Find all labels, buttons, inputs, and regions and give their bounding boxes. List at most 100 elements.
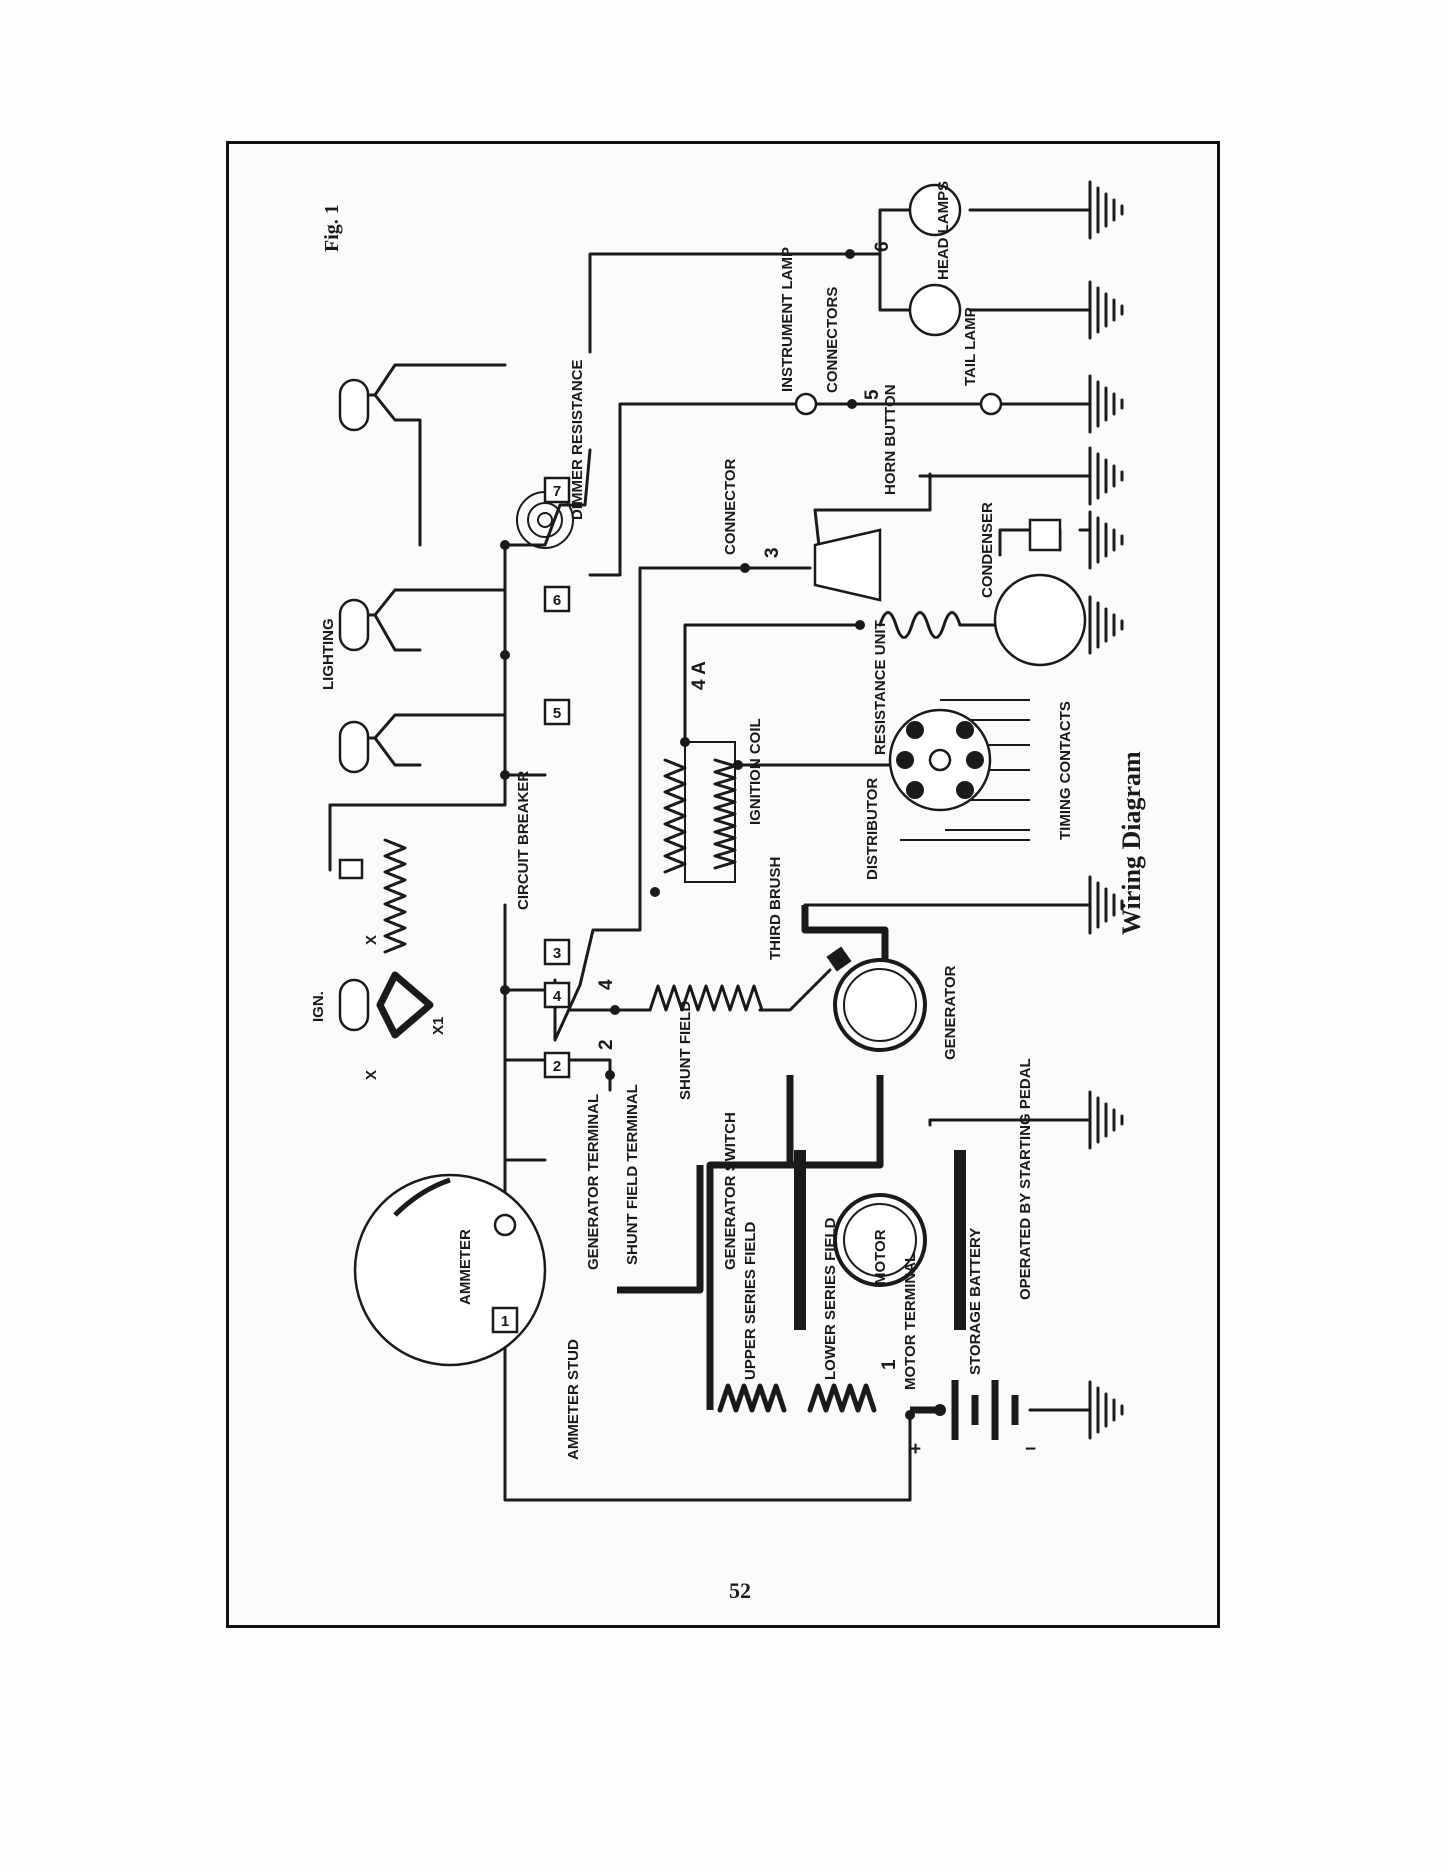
label-resistance-unit: RESISTANCE UNIT: [872, 620, 889, 755]
figure-number: Fig. 1: [321, 204, 343, 252]
terminal-box-6-label: 6: [553, 592, 561, 609]
wire-horn-button: [813, 472, 932, 557]
upper-series-field-coil: [717, 1383, 787, 1413]
label-ignition-coil: IGNITION COIL: [747, 718, 764, 825]
label-generator-switch: GENERATOR SWITCH: [722, 1112, 739, 1270]
wire-number-4a: 4 A: [689, 661, 710, 690]
resistance-dot: [855, 620, 865, 630]
label-x-top: X: [363, 935, 380, 945]
wire-third-brush-ground: [801, 905, 889, 965]
label-dimmer-resistance: DIMMER RESISTANCE: [569, 359, 586, 520]
wire-number-6: 6: [872, 241, 893, 252]
ammeter-terminal-2: [493, 1213, 517, 1237]
distributor-post-4: [956, 781, 974, 799]
ign-lamp: [338, 978, 370, 1032]
terminal-box-2-label: 2: [553, 1058, 561, 1075]
page-number: 52: [729, 1578, 751, 1603]
label-lighting: LIGHTING: [320, 618, 337, 690]
lighting-lamp-3: [338, 720, 370, 774]
lighting-lamp-2: [338, 598, 370, 652]
distributor-post-5: [906, 781, 924, 799]
label-plus: +: [910, 1439, 921, 1460]
terminal-box-1: [491, 1306, 519, 1334]
label-timing-contacts: TIMING CONTACTS: [1057, 701, 1074, 840]
distributor-center: [928, 748, 952, 772]
instrument-lamp: [794, 392, 818, 416]
distributor-post-1: [906, 721, 924, 739]
bus-dot-2: [500, 650, 510, 660]
ignition-switch-blade: [376, 971, 434, 1039]
terminal-box-3: [543, 938, 571, 966]
label-third-brush: THIRD BRUSH: [767, 857, 784, 960]
circuit-breaker-coil: [383, 838, 407, 954]
wire-head-lamp-ground: [968, 208, 1092, 312]
tail-lamp: [979, 392, 1003, 416]
head-lamp-1: [908, 183, 962, 237]
circuit-breaker-contact: [338, 858, 364, 880]
ignition-coil-primary: [663, 758, 687, 874]
wire-number-4: 4: [596, 979, 617, 990]
wire-generator-heavy: [786, 1075, 884, 1169]
terminal-box-4: [543, 981, 571, 1009]
label-ammeter-stud: AMMETER STUD: [565, 1339, 582, 1460]
label-upper-series-field: UPPER SERIES FIELD: [742, 1221, 759, 1380]
wire-circuit-breaker: [503, 903, 547, 1162]
terminal-box-6: [543, 585, 571, 613]
motor-terminal-dot: [905, 1410, 915, 1420]
wire-head-lamps: [878, 208, 912, 312]
wire-number-5: 5: [862, 389, 883, 400]
lower-series-field-coil: [807, 1383, 877, 1413]
generator-terminal-dot: [605, 1070, 615, 1080]
wire-shunt-field: [758, 968, 832, 1012]
timing-contacts-circle: [993, 573, 1087, 667]
shunt-field-coil: [648, 984, 764, 1012]
ammeter-scale: [393, 1177, 451, 1217]
wire-motor-ground: [928, 1118, 1092, 1127]
motor-field-poles: [794, 1150, 966, 1330]
horn: [813, 528, 882, 602]
label-horn-button: HORN BUTTON: [882, 384, 899, 495]
connector-3-dot: [740, 563, 750, 573]
shunt-terminal-dot: [610, 1005, 620, 1015]
wire-generator-switch: [617, 1165, 704, 1294]
ignition-coil-secondary: [713, 758, 737, 870]
caption: Wiring Diagram: [1117, 751, 1146, 935]
terminal-box-2: [543, 1051, 571, 1079]
wire-series-field-upper: [706, 1161, 790, 1410]
connector-5-dot: [847, 399, 857, 409]
generator-inner: [843, 968, 917, 1042]
label-tail-lamp: TAIL LAMP: [962, 307, 979, 386]
label-motor: MOTOR: [872, 1229, 889, 1285]
distributor-post-2: [956, 721, 974, 739]
coil-primary-dot: [650, 887, 660, 897]
connector-6-dot: [845, 249, 855, 259]
head-lamp-2: [908, 283, 962, 337]
wire-ammeter-stud: [503, 1318, 912, 1502]
label-condenser: CONDENSER: [979, 502, 996, 598]
bus-dot-3: [500, 770, 510, 780]
wire-lighting-bus: [503, 541, 547, 777]
label-ammeter: AMMETER: [457, 1229, 474, 1305]
label-minus: −: [1025, 1439, 1036, 1460]
wire-instrument-lamp: [588, 402, 799, 577]
ground-symbols: [1088, 180, 1124, 1440]
label-storage-battery: STORAGE BATTERY: [967, 1228, 984, 1375]
label-x-bottom: X: [363, 1070, 380, 1080]
label-connector: CONNECTOR: [722, 458, 739, 555]
terminal-box-5-label: 5: [553, 705, 561, 722]
battery-plus-dot: [934, 1404, 946, 1416]
wire-switch-terminals: [503, 988, 547, 1062]
terminal-box-4-label: 4: [553, 988, 562, 1005]
motor-inner: [843, 1203, 917, 1277]
terminal-box-5: [543, 698, 571, 726]
wire-connector-3: [553, 566, 642, 1042]
label-generator: GENERATOR: [942, 965, 959, 1060]
distributor-post-6: [896, 751, 914, 769]
label-generator-terminal: GENERATOR TERMINAL: [585, 1094, 602, 1270]
lighting-lamp-1: [338, 378, 370, 432]
ammeter: [353, 1173, 547, 1367]
distributor-post-3: [966, 751, 984, 769]
label-lower-series-field: LOWER SERIES FIELD: [822, 1217, 839, 1380]
